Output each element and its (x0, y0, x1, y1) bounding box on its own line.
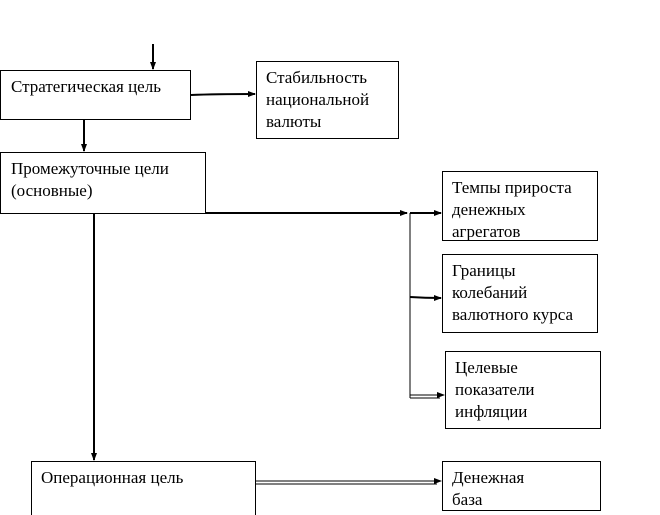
inflation-targets-box: Целевые показатели инфляции (445, 351, 601, 429)
arrow-branch-to-limits (409, 294, 442, 301)
strategic-goal-box: Стратегическая цель (0, 70, 191, 120)
money-aggregates-growth-box: Темпы прироста денежных агрегатов (442, 171, 598, 241)
intermediate-goals-box: Промежуточные цели (основные) (0, 152, 206, 214)
operational-goal-box: Операционная цель (31, 461, 256, 515)
monetary-base-box: Денежная база (442, 461, 601, 511)
currency-stability-box: Стабильность национальной валюты (256, 61, 399, 139)
exchange-rate-limits-box: Границы колебаний валютного курса (442, 254, 598, 333)
arrow-strategic-to-stability (190, 91, 256, 98)
